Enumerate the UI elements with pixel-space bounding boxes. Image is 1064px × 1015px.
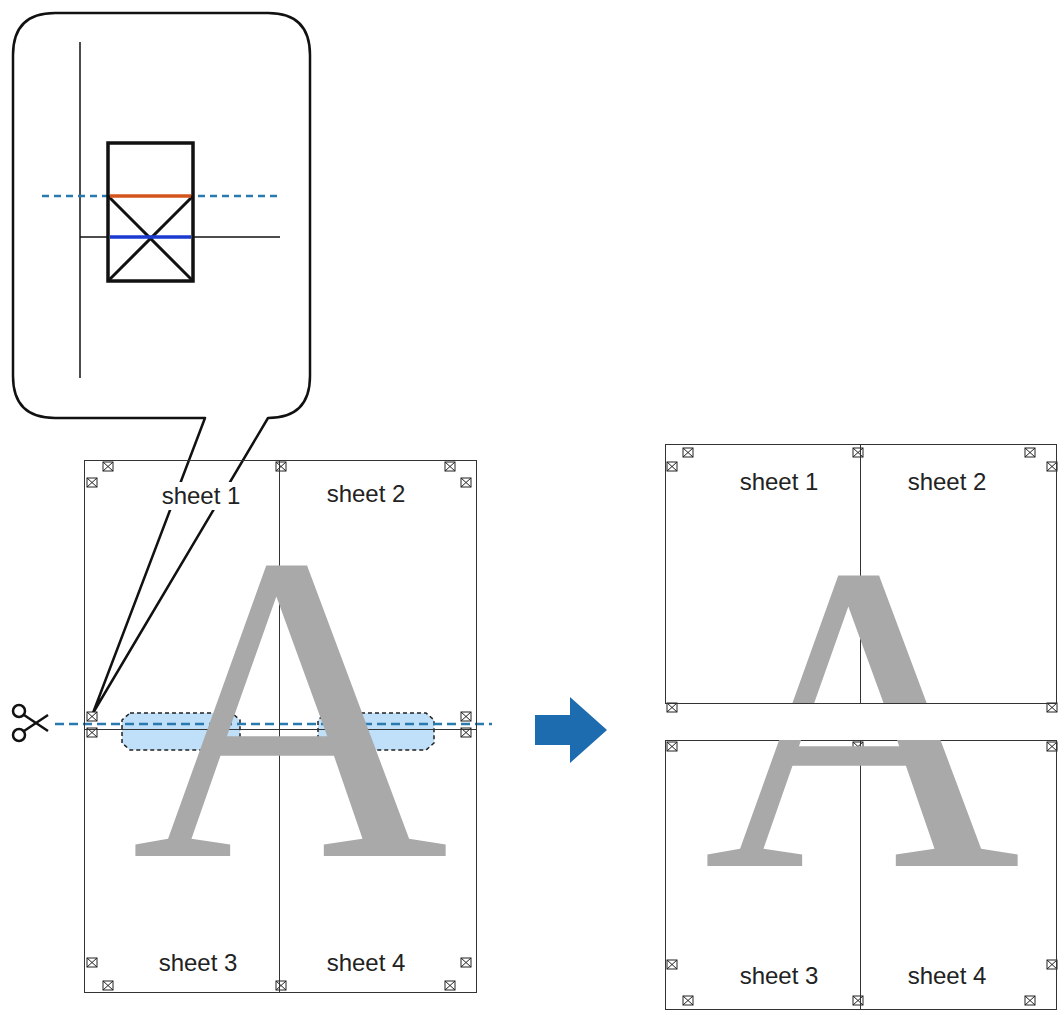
registration-mark: [87, 478, 97, 487]
registration-mark: [853, 996, 863, 1005]
sheet-label: sheet 3: [737, 962, 822, 990]
registration-mark: [667, 462, 677, 471]
watermark-letter: A: [70, 488, 510, 928]
registration-mark: [1047, 703, 1057, 712]
registration-mark: [853, 448, 863, 457]
registration-mark: [87, 958, 97, 967]
registration-mark: [276, 462, 286, 471]
arrow-symbol: [535, 697, 607, 763]
registration-mark: [87, 712, 97, 721]
callout-detail: [42, 42, 280, 378]
registration-mark: [667, 703, 677, 712]
scissors-symbol: [13, 705, 48, 741]
registration-mark: [1025, 448, 1035, 457]
registration-mark: [461, 712, 471, 721]
sheet-label: sheet 1: [737, 468, 822, 496]
registration-mark: [103, 981, 113, 990]
sheet-label: sheet 3: [156, 949, 241, 977]
registration-mark: [667, 742, 677, 751]
registration-mark: [445, 462, 455, 471]
registration-mark: [683, 996, 693, 1005]
sheet-label: sheet 4: [905, 962, 990, 990]
registration-mark: [667, 960, 677, 969]
registration-mark: [1025, 996, 1035, 1005]
sheet-label: sheet 4: [324, 949, 409, 977]
registration-mark: [1047, 960, 1057, 969]
registration-mark: [103, 462, 113, 471]
registration-mark: [276, 981, 286, 990]
watermark-letter: A: [642, 498, 1064, 938]
registration-mark: [683, 448, 693, 457]
registration-mark: [445, 981, 455, 990]
registration-mark: [461, 958, 471, 967]
registration-mark: [461, 478, 471, 487]
registration-mark: [1047, 462, 1057, 471]
registration-mark: [1047, 742, 1057, 751]
sheet-label: sheet 2: [905, 468, 990, 496]
